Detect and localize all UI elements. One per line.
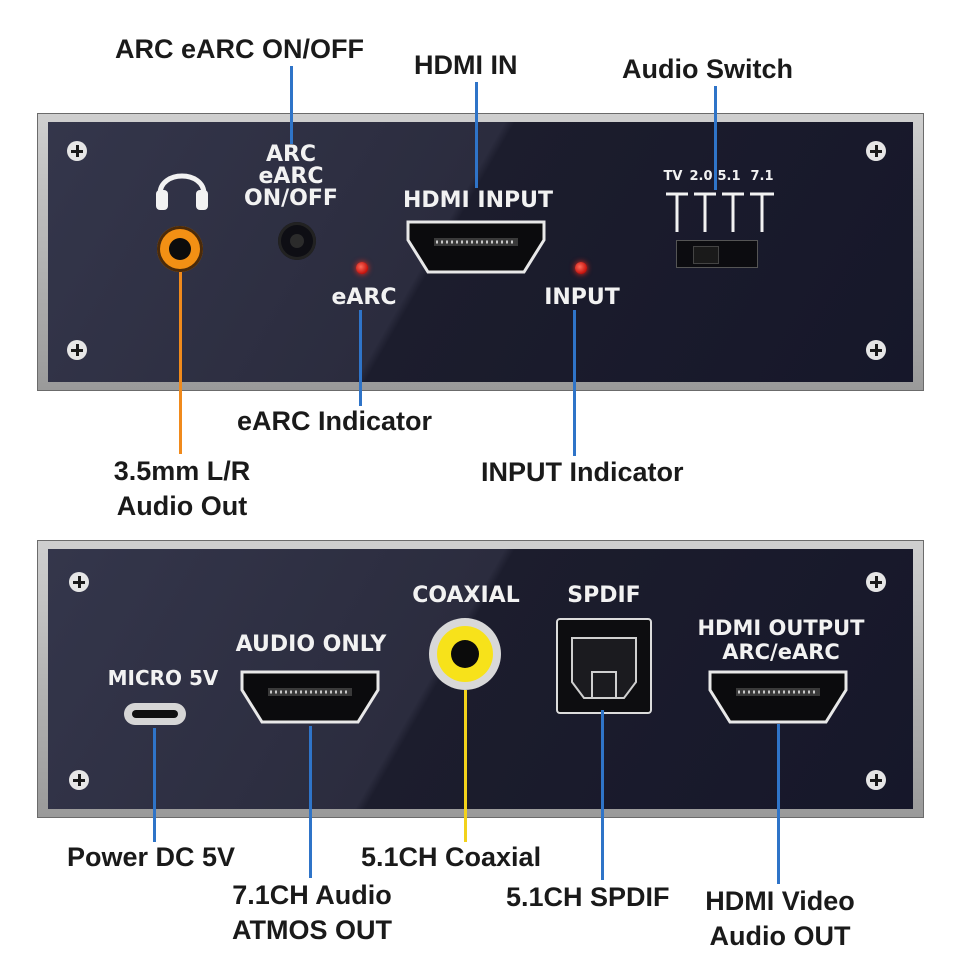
micro-usb-port[interactable] (124, 703, 186, 725)
screw-icon (69, 572, 89, 592)
leader-audio-switch (714, 86, 717, 190)
screw-icon (69, 770, 89, 790)
leader-earc-indicator (359, 310, 362, 406)
callout-audio-switch: Audio Switch (622, 54, 793, 84)
hdmi-output-label-line1: HDMI OUTPUT (697, 616, 865, 640)
leader-power (153, 728, 156, 842)
arc-label-line1: ARC (265, 142, 317, 167)
coaxial-label: COAXIAL (412, 583, 520, 608)
callout-hdmi-video: HDMI Video Audio OUT (680, 884, 880, 954)
hdmi-output-port[interactable] (708, 670, 848, 724)
audio-switch-slider[interactable] (676, 240, 758, 268)
callout-hdmi-in: HDMI IN (414, 50, 518, 80)
callout-spdif: 5.1CH SPDIF (506, 882, 670, 912)
callout-hdmi-video-line2: Audio OUT (709, 921, 851, 951)
callout-coaxial: 5.1CH Coaxial (361, 842, 542, 872)
switch-pos-20: 2.0 (689, 169, 713, 184)
callout-audio-out-line1: 3.5mm L/R (113, 456, 251, 486)
audio-switch-scale (666, 192, 774, 232)
switch-pos-51: 5.1 (717, 169, 741, 184)
arc-label-line2: eARC (258, 164, 324, 189)
arc-switch-label: ARC eARC ON/OFF (230, 144, 352, 210)
leader-input-indicator (573, 310, 576, 456)
spdif-label: SPDIF (567, 583, 641, 608)
leader-atmos (309, 726, 312, 878)
hdmi-input-label: HDMI INPUT (402, 188, 553, 213)
screw-icon (67, 340, 87, 360)
switch-pos-tv: TV (663, 169, 683, 184)
screw-icon (67, 141, 87, 161)
headphone-icon (156, 173, 208, 210)
input-led (575, 262, 587, 274)
screw-icon (866, 572, 886, 592)
callout-earc-indicator: eARC Indicator (237, 406, 433, 436)
callout-atmos-line1: 7.1CH Audio (232, 880, 392, 910)
callout-atmos-line2: ATMOS OUT (232, 915, 392, 945)
earc-led (356, 262, 368, 274)
leader-spdif (601, 710, 604, 880)
hdmi-audio-only-port[interactable] (240, 670, 380, 724)
front-panel (37, 113, 924, 391)
leader-hdmi-in (475, 82, 478, 188)
hdmi-output-label: HDMI OUTPUT ARC/eARC (686, 616, 876, 664)
hdmi-input-port[interactable] (406, 220, 546, 274)
hdmi-output-label-line2: ARC/eARC (722, 640, 840, 664)
arc-label-line3: ON/OFF (244, 186, 338, 211)
leader-hdmi-video (777, 724, 780, 884)
screw-icon (866, 340, 886, 360)
coaxial-port[interactable] (429, 618, 501, 690)
micro-label: MICRO 5V (107, 666, 219, 690)
audio-switch-knob[interactable] (693, 246, 719, 264)
callout-audio-out: 3.5mm L/R Audio Out (82, 454, 282, 524)
callout-power: Power DC 5V (67, 842, 236, 872)
input-label: INPUT (544, 285, 620, 310)
callout-arc-earc: ARC eARC ON/OFF (115, 34, 364, 64)
leader-audio-out (179, 272, 182, 454)
coaxial-core (451, 640, 479, 668)
spdif-port[interactable] (556, 618, 652, 714)
earc-label: eARC (331, 285, 397, 310)
leader-arc-earc (290, 66, 293, 144)
callout-audio-out-line2: Audio Out (116, 491, 248, 521)
screw-icon (866, 770, 886, 790)
audio-out-jack[interactable] (157, 226, 203, 272)
screw-icon (866, 141, 886, 161)
switch-pos-71: 7.1 (750, 169, 774, 184)
arc-earc-button[interactable] (278, 222, 316, 260)
callout-input-indicator: INPUT Indicator (481, 457, 684, 487)
audio-only-label: AUDIO ONLY (235, 632, 387, 657)
leader-coaxial (464, 690, 467, 842)
callout-atmos: 7.1CH Audio ATMOS OUT (200, 878, 424, 948)
callout-hdmi-video-line1: HDMI Video (705, 886, 855, 916)
spdif-shape (571, 637, 637, 699)
